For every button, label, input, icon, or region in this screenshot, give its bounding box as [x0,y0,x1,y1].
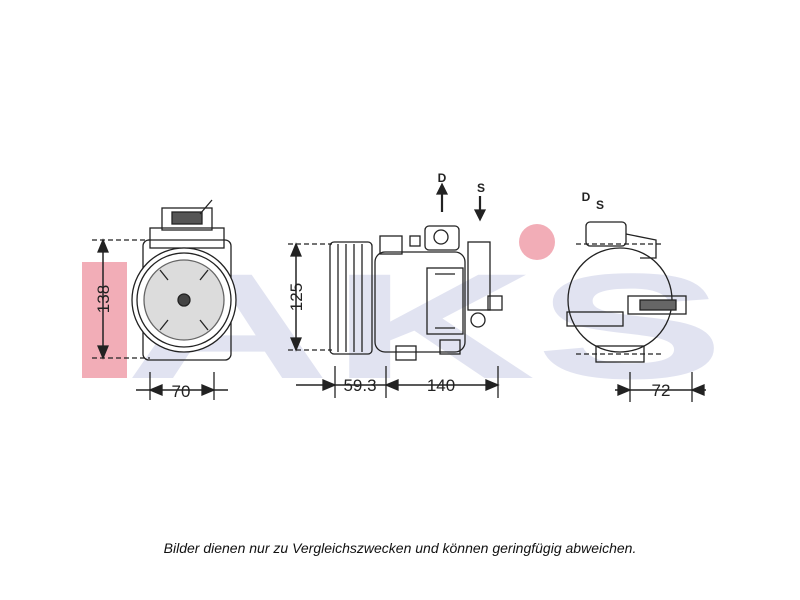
rear-width-label: 72 [652,381,671,400]
front-width-label: 70 [172,382,191,401]
front-height-label: 138 [94,285,113,313]
side-height-label: 125 [287,283,306,311]
side-length-label: 140 [427,376,455,395]
side-view [288,182,503,398]
side-port-suction-label: S [477,181,485,195]
watermark-dot [519,224,555,260]
disclaimer-caption: Bilder dienen nur zu Vergleichszwecken u… [163,540,637,556]
rear-port-suction-label: S [596,198,604,212]
rear-port-discharge-label: D [582,190,591,204]
rear-view [566,221,706,402]
watermark-block [82,262,127,378]
side-port-discharge-label: D [438,171,447,185]
front-view [92,199,237,400]
side-offset-label: 59.3 [343,376,376,395]
